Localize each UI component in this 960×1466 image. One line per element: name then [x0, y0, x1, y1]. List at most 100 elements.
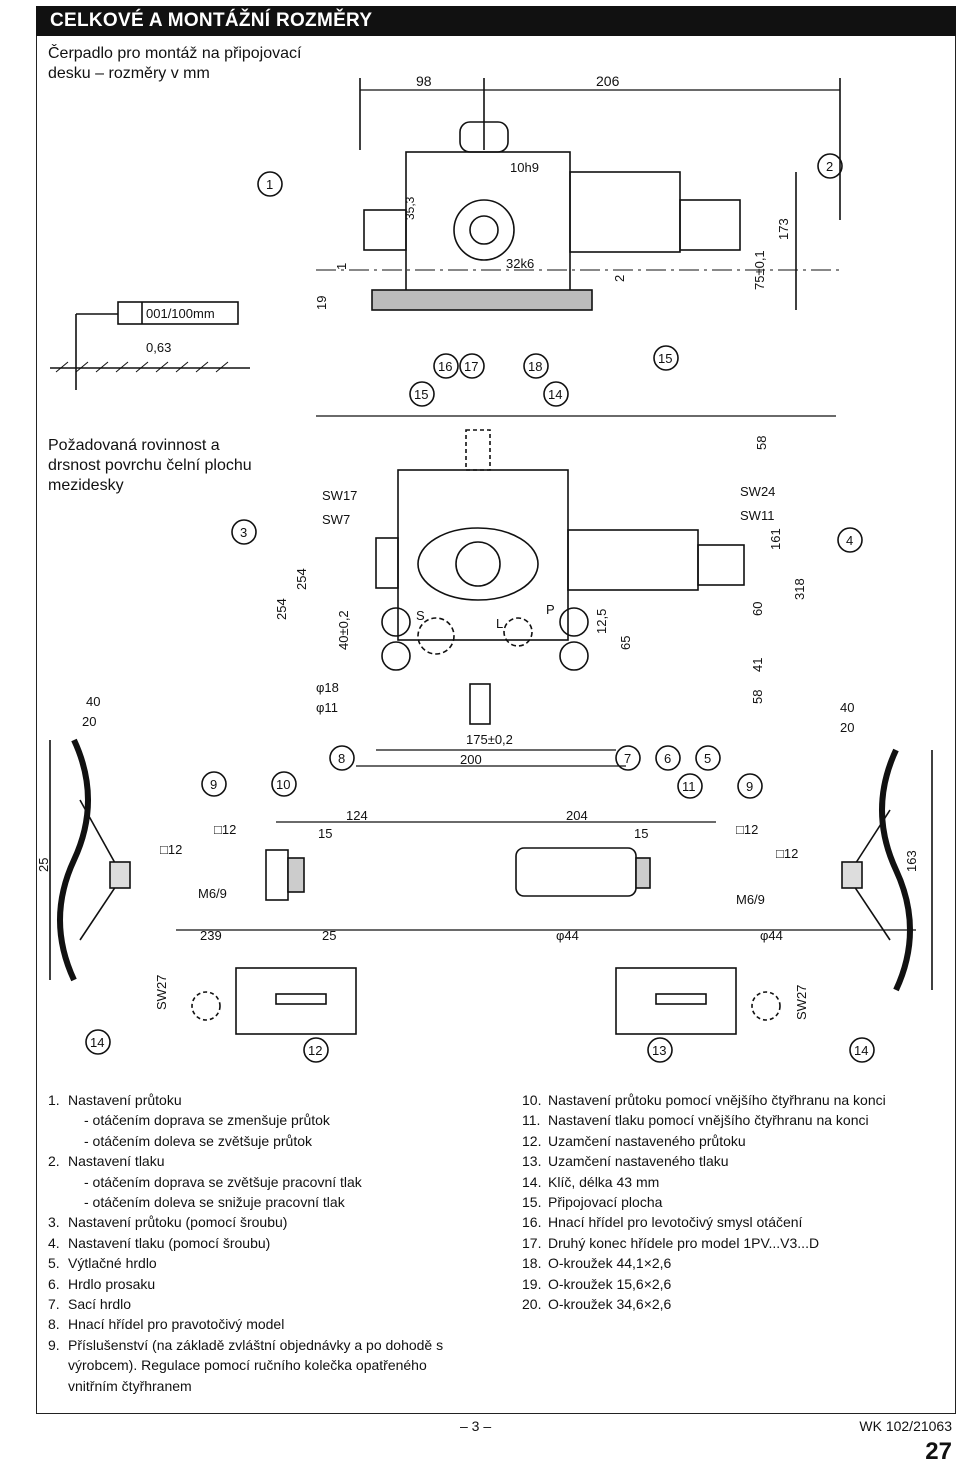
dim-353: 35,3	[403, 196, 417, 220]
shaft-boss	[459, 121, 509, 153]
legend-item-number: 9.	[48, 1336, 60, 1353]
sw11: SW11	[740, 508, 774, 523]
phi18: φ18	[316, 680, 339, 695]
m69-left: M6/9	[198, 886, 227, 901]
bolt-hole-tr	[559, 607, 589, 637]
bolt-hole-bl	[381, 641, 411, 671]
dim-98: 98	[416, 73, 432, 89]
legend-item-number: 7.	[48, 1296, 60, 1313]
callout-16-label: 14	[548, 387, 562, 402]
legend-item: 15. Připojovací plocha	[522, 1192, 922, 1212]
dim-204: 204	[566, 808, 588, 823]
phi44-right: SW27	[794, 985, 809, 1020]
technical-drawing: 98 206 10h9 32k6 35,3 173 75±0,1 19 1 2 …	[36, 73, 933, 1063]
callout-2-label: 2	[826, 159, 833, 174]
bolt-hole-br	[559, 641, 589, 671]
legend-item-text: Připojovací plocha	[548, 1194, 663, 1211]
callout-5	[695, 745, 721, 771]
callout-4	[837, 527, 863, 553]
legend-item-number: 3.	[48, 1214, 60, 1231]
front-valve	[567, 529, 699, 591]
lock-left	[235, 967, 357, 1035]
legend-item-text: Sací hrdlo	[68, 1296, 132, 1313]
shaft-circle	[453, 199, 515, 261]
dim-10h9: 10h9	[510, 160, 539, 175]
callout-19	[459, 353, 485, 379]
dim-15-right: 15	[634, 826, 648, 841]
right-plug	[679, 199, 741, 251]
callout-9a	[201, 771, 227, 797]
legend-right: 10.Nastavení průtoku pomocí vnějšího čty…	[522, 1090, 922, 1314]
sw17: SW17	[322, 488, 357, 503]
callout-20	[523, 353, 549, 379]
adjuster-center	[515, 847, 637, 897]
legend-item: - otáčením doprava se zmenšuje průtok	[48, 1110, 458, 1130]
dim-15-left: 15	[318, 826, 332, 841]
callout-19-label: 17	[464, 359, 478, 374]
handwheel-left-hub	[109, 861, 131, 889]
legend-item-text: Nastavení průtoku (pomocí šroubu)	[68, 1214, 288, 1231]
legend-item: 7. Sací hrdlo	[48, 1294, 458, 1314]
legend-item-number: 6.	[48, 1275, 60, 1292]
legend-item: - otáčením doleva se zvětšuje průtok	[48, 1131, 458, 1151]
dim-254b: 254	[294, 568, 309, 590]
dim-32k6: 32k6	[506, 256, 534, 271]
callout-1	[257, 171, 283, 197]
phi160-left: 25	[36, 858, 51, 872]
callout-12-label: 12	[308, 1043, 322, 1058]
legend-item: 17.Druhý konec hřídele pro model 1PV...V…	[522, 1233, 922, 1253]
callout-10	[271, 771, 297, 797]
dim-20-right: 20	[840, 720, 854, 735]
callout-4-label: 4	[846, 533, 853, 548]
legend-item-number: 2.	[48, 1153, 60, 1170]
callout-8	[329, 745, 355, 771]
legend-item-number	[48, 1172, 68, 1192]
base-plate	[371, 289, 593, 311]
legend-item: 5.Výtlačné hrdlo	[48, 1253, 458, 1273]
legend-item-number: 11.	[522, 1112, 541, 1129]
adjuster-left-tip	[287, 857, 305, 893]
legend-item-number: 4.	[48, 1234, 60, 1251]
front-shaft	[455, 541, 501, 587]
legend-item-text: O-kroužek 44,1×2,6	[548, 1255, 672, 1272]
callout-1-label: 1	[266, 177, 273, 192]
legend-item: 14.Klíč, délka 43 mm	[522, 1172, 922, 1192]
section-title: CELKOVÉ A MONTÁŽNÍ ROZMĚRY	[36, 6, 956, 36]
sq12-a: □12	[214, 822, 236, 837]
legend-item: 1.Nastavení průtoku	[48, 1090, 458, 1110]
phi44-left: SW27	[154, 975, 169, 1010]
legend-item: 8.Hnací hřídel pro pravotočivý model	[48, 1314, 458, 1334]
sq12-b: □12	[160, 842, 182, 857]
sq12-c: □12	[736, 822, 758, 837]
callout-10-label: 10	[276, 777, 290, 792]
callout-6	[655, 745, 681, 771]
phi160-right: 163	[904, 850, 919, 872]
legend-item: 2.Nastavení tlaku	[48, 1151, 458, 1171]
handwheel-right-hub	[841, 861, 863, 889]
legend-item: 18.O-kroužek 44,1×2,6	[522, 1253, 922, 1273]
bolt-hole-tl	[381, 607, 411, 637]
callout-9b	[737, 773, 763, 799]
legend-item: 13.Uzamčení nastaveného tlaku	[522, 1151, 922, 1171]
legend-item-number: 15.	[522, 1194, 542, 1211]
shaft-inner	[469, 215, 499, 245]
callout-9b-label: 9	[746, 779, 753, 794]
callout-5-label: 5	[704, 751, 711, 766]
legend-item-number: 17.	[522, 1234, 542, 1251]
legend-item-text: O-kroužek 34,6×2,6	[548, 1296, 672, 1313]
legend-item: 10.Nastavení průtoku pomocí vnějšího čty…	[522, 1090, 922, 1110]
legend-item-number: 16.	[522, 1214, 542, 1231]
callout-9a-label: 9	[210, 777, 217, 792]
legend-item-number: 12.	[522, 1132, 542, 1149]
legend-item-text: Nastavení tlaku (pomocí šroubu)	[68, 1234, 271, 1251]
callout-2	[817, 153, 843, 179]
callout-14b	[849, 1037, 875, 1063]
callout-12	[303, 1037, 329, 1063]
callout-18	[433, 353, 459, 379]
flatness-note: Požadovaná rovinnost a drsnost povrchu č…	[48, 437, 252, 494]
dim-161: 161	[768, 528, 783, 550]
legend-item-number: 1.	[48, 1092, 60, 1108]
lock-left-circle	[191, 991, 221, 1021]
phi11: φ11	[316, 700, 338, 715]
legend-item-text: Příslušenství (na základě zvláštní objed…	[68, 1336, 444, 1394]
